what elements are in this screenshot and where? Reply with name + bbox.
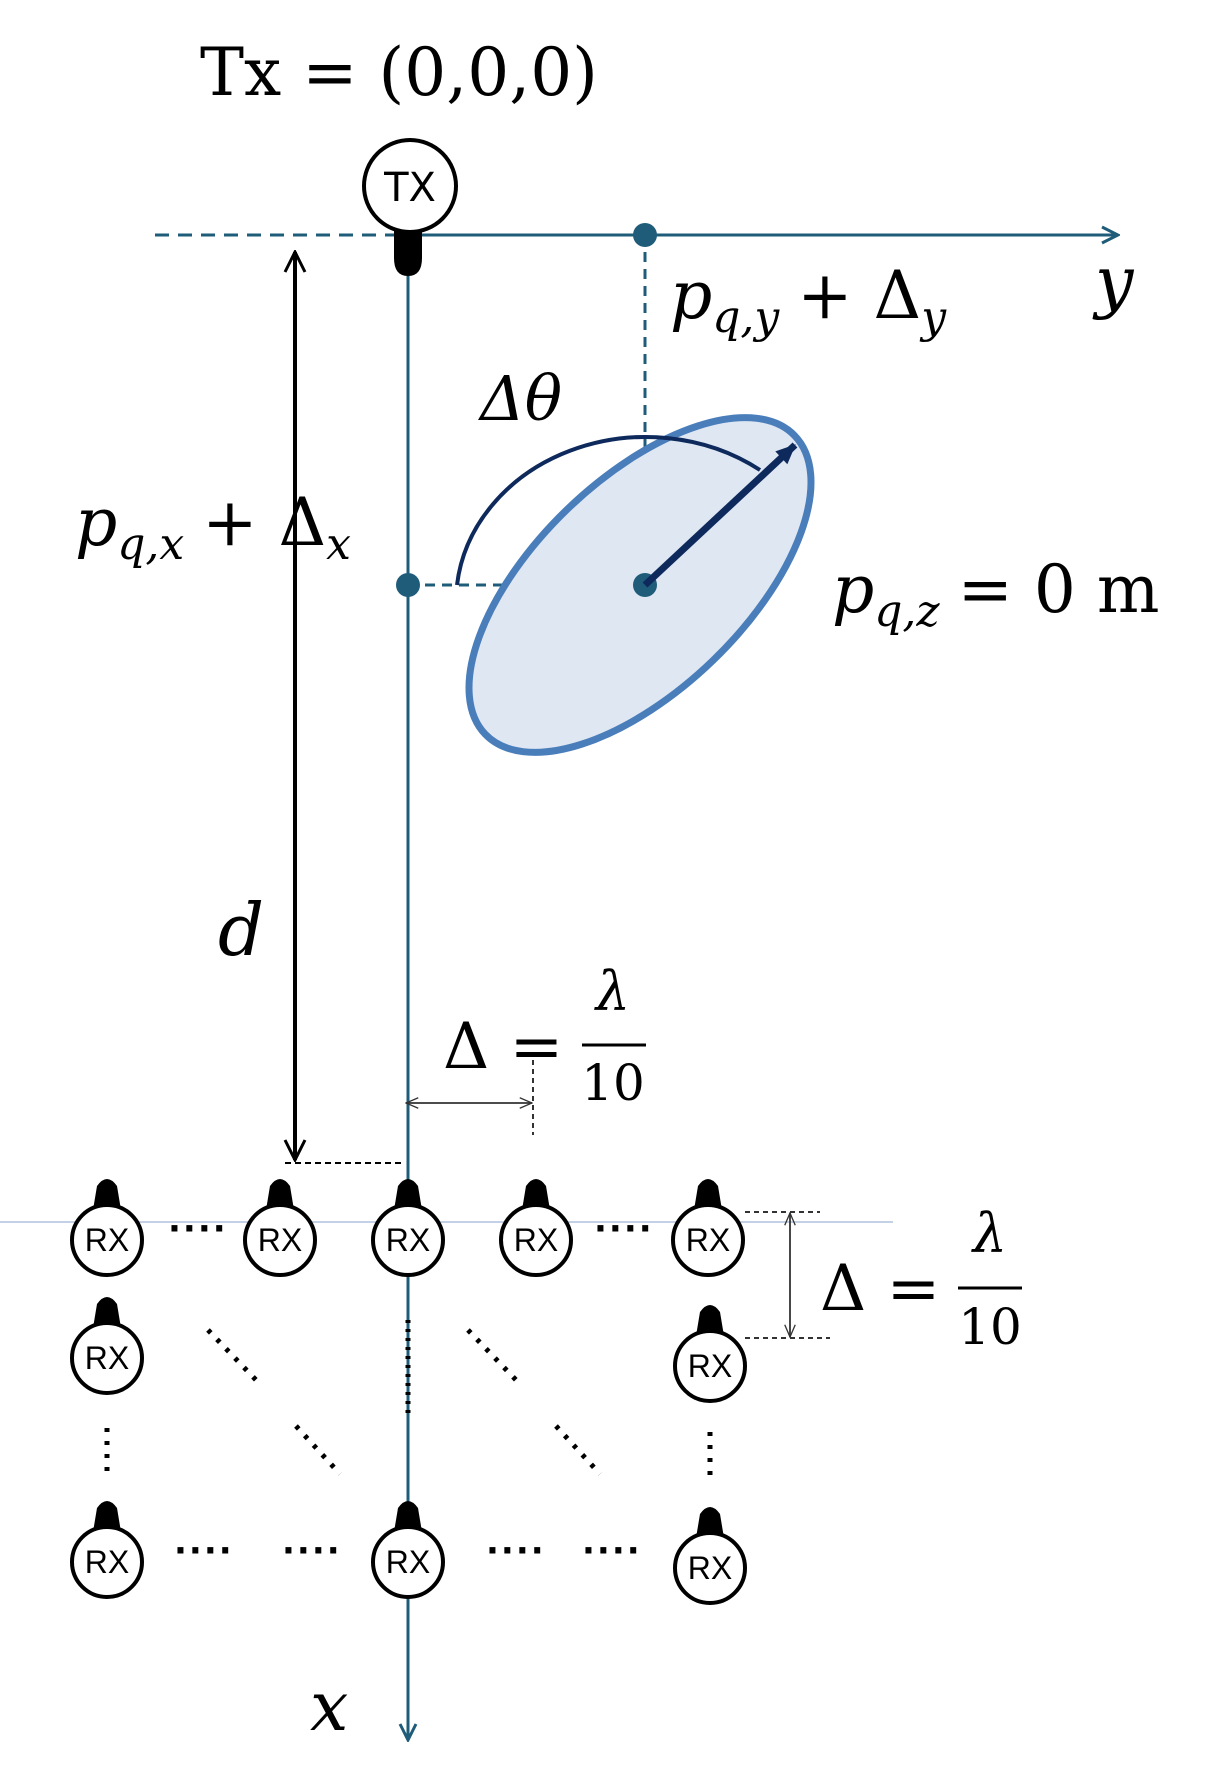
- rx-node-label: RX: [85, 1222, 129, 1258]
- px-label: pq,x + Δx: [75, 484, 351, 570]
- pz-label: pq,z = 0 m: [832, 551, 1159, 637]
- rx-antenna-element: [394, 1179, 422, 1210]
- svg-text:pq,z= 0 m: pq,z = 0 m: [832, 551, 1159, 637]
- x-axis-label: x: [310, 1668, 348, 1747]
- rx-antenna: RX: [70, 1179, 144, 1277]
- delta-theta-arc: [455, 435, 762, 586]
- rx-node-label: RX: [514, 1222, 558, 1258]
- rx-antenna: RX: [371, 1179, 445, 1277]
- rx-hdots: ····: [174, 1531, 234, 1571]
- py-label: pq,y + Δy: [670, 257, 947, 343]
- rx-hdots: ····: [594, 1209, 654, 1249]
- rx-antenna: RX: [499, 1179, 573, 1277]
- y-projection-point: [633, 223, 657, 247]
- pz-rest: = 0 m: [958, 551, 1160, 628]
- rx-ddots: [554, 1424, 602, 1476]
- title: Tx = (0,0,0): [200, 34, 598, 111]
- rx-node: [371, 1525, 445, 1599]
- rx-diagonal-ellipses: [206, 1328, 602, 1476]
- x-projection-point: [396, 573, 420, 597]
- y-axis-label: y: [1092, 243, 1135, 322]
- vertical-spacing-annotation: Δ = λ 10: [745, 1202, 1022, 1356]
- rx-node: [673, 1329, 747, 1403]
- distance-d-label: d: [218, 888, 264, 972]
- rx-hdots: ····: [486, 1531, 546, 1571]
- rx-node-label: RX: [85, 1340, 129, 1376]
- rx-node-label: RX: [686, 1222, 730, 1258]
- tx-antenna: TX: [362, 138, 458, 276]
- rx-node: [671, 1203, 745, 1277]
- horizontal-spacing-den: 10: [581, 1054, 645, 1112]
- rx-antenna: RX: [671, 1179, 745, 1277]
- horizontal-spacing-num: λ: [594, 960, 630, 1023]
- svg-text:pq,x+ Δx: pq,x + Δx: [75, 484, 351, 570]
- vertical-spacing-den: 10: [958, 1298, 1022, 1356]
- rx-node: [70, 1321, 144, 1395]
- tx-node-label: TX: [383, 165, 436, 211]
- rx-node: [70, 1203, 144, 1277]
- px-main: p: [75, 484, 117, 561]
- horizontal-spacing-lhs: Δ =: [443, 1010, 563, 1084]
- py-main: p: [670, 257, 712, 334]
- rx-antenna-element: [93, 1297, 121, 1328]
- svg-text:pq,y+ Δy: pq,y + Δy: [670, 257, 947, 343]
- tx-antenna-element: [394, 222, 422, 276]
- rx-antenna-element: [394, 1501, 422, 1532]
- py-plus: + Δ: [797, 257, 921, 334]
- rx-antenna: RX: [371, 1501, 445, 1599]
- rx-array: RX RX RX RX RX RX RX RX RX RX: [70, 1179, 747, 1605]
- rx-antenna-element: [522, 1179, 550, 1210]
- rx-node-label: RX: [688, 1348, 732, 1384]
- pz-main: p: [832, 551, 874, 628]
- rx-ddots: [206, 1328, 258, 1382]
- rx-antenna: RX: [673, 1305, 747, 1403]
- rx-node-label: RX: [258, 1222, 302, 1258]
- rx-node-label: RX: [688, 1550, 732, 1586]
- rx-antenna: RX: [243, 1179, 317, 1277]
- horizontal-spacing-annotation: Δ = λ 10: [406, 960, 646, 1135]
- rx-antenna: RX: [70, 1297, 144, 1395]
- py-sub: q,y: [712, 292, 780, 343]
- rx-node: [243, 1203, 317, 1277]
- rx-antenna: RX: [673, 1507, 747, 1605]
- rx-antenna-element: [93, 1501, 121, 1532]
- rx-horizontal-ellipses: ···· ···· ···· ···· ···· ····: [168, 1209, 654, 1571]
- delta-theta-label: Δθ: [478, 362, 562, 435]
- rx-antenna-element: [696, 1305, 724, 1336]
- rx-hdots: ····: [582, 1531, 642, 1571]
- vertical-spacing-lhs: Δ =: [820, 1252, 940, 1326]
- py-plus-sub: y: [919, 292, 947, 343]
- pz-sub: q,z: [874, 586, 940, 637]
- reflector-orientation-arrow: [642, 442, 798, 588]
- rx-hdots: ····: [168, 1209, 228, 1249]
- px-plus-sub: x: [326, 519, 351, 570]
- rx-antenna-element: [266, 1179, 294, 1210]
- rx-ddots: [294, 1424, 342, 1476]
- px-plus: + Δ: [202, 484, 326, 561]
- rx-vertical-ellipses: [104, 1428, 713, 1482]
- rx-antenna: RX: [70, 1501, 144, 1599]
- vertical-spacing-num: λ: [971, 1202, 1007, 1265]
- rx-antenna-element: [93, 1179, 121, 1210]
- rx-node: [371, 1203, 445, 1277]
- rx-ddots: [466, 1328, 518, 1382]
- rx-antenna-element: [696, 1507, 724, 1538]
- px-sub: q,x: [117, 519, 184, 570]
- rx-node: [499, 1203, 573, 1277]
- rx-node-label: RX: [386, 1544, 430, 1580]
- rx-antenna-element: [694, 1179, 722, 1210]
- rx-node: [673, 1531, 747, 1605]
- rx-hdots: ····: [282, 1531, 342, 1571]
- rx-node-label: RX: [85, 1544, 129, 1580]
- tx-node: [362, 138, 458, 234]
- rx-node-label: RX: [386, 1222, 430, 1258]
- rx-node: [70, 1525, 144, 1599]
